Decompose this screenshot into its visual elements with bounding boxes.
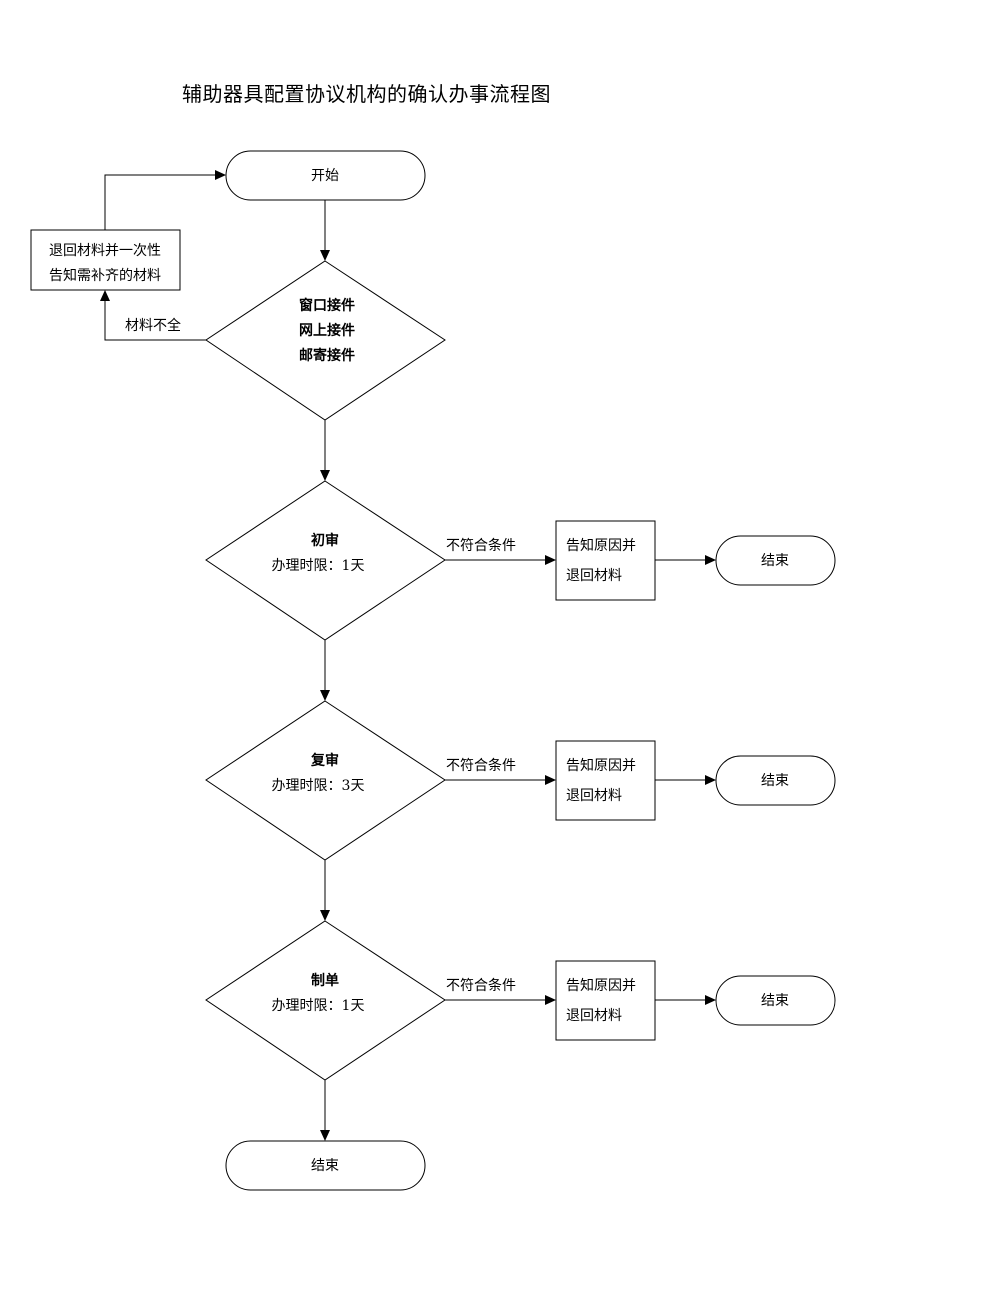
node-review2: 复审 办理时限：3天 xyxy=(205,700,446,861)
node-reject1-line2: 退回材料 xyxy=(566,568,622,584)
process-shape xyxy=(555,520,656,601)
node-intake: 窗口接件 网上接件 邮寄接件 xyxy=(205,260,446,421)
node-reject3: 告知原因并 退回材料 xyxy=(555,960,656,1041)
node-review1-time: 办理时限：1天 xyxy=(272,558,365,574)
arrowhead xyxy=(320,470,330,481)
node-end-final-label: 结束 xyxy=(311,1158,339,1174)
edge-label-not-qualified1: 不符合条件 xyxy=(446,537,516,554)
node-review2-title: 复审 xyxy=(310,752,339,769)
node-review1-title: 初审 xyxy=(311,532,339,549)
node-end3: 结束 xyxy=(715,975,836,1026)
node-end3-label: 结束 xyxy=(761,993,789,1009)
terminal-shape xyxy=(225,150,426,201)
arrowhead xyxy=(215,170,226,180)
arrowhead xyxy=(320,910,330,921)
process-shape xyxy=(30,229,181,291)
node-reject2-line1: 告知原因并 xyxy=(566,757,636,774)
node-review3: 制单 办理时限：1天 xyxy=(205,920,446,1081)
node-review3-time: 办理时限：1天 xyxy=(272,998,365,1014)
edges xyxy=(100,170,716,1141)
terminal-shape xyxy=(715,975,836,1026)
node-intake-line3: 邮寄接件 xyxy=(299,347,355,364)
node-reject1: 告知原因并 退回材料 xyxy=(555,520,656,601)
node-review3-title: 制单 xyxy=(311,972,339,989)
node-return-line2: 告知需补齐的材料 xyxy=(49,267,161,284)
node-start: 开始 xyxy=(225,150,426,201)
node-reject3-line2: 退回材料 xyxy=(566,1008,622,1024)
node-review2-time: 办理时限：3天 xyxy=(272,778,365,794)
node-end-final: 结束 xyxy=(225,1140,426,1191)
decision-shape xyxy=(205,260,446,421)
diagram-title: 辅助器具配置协议机构的确认办事流程图 xyxy=(182,82,551,106)
decision-shape xyxy=(205,480,446,641)
node-intake-line1: 窗口接件 xyxy=(299,297,355,314)
node-review1: 初审 办理时限：1天 xyxy=(205,480,446,641)
arrowhead xyxy=(705,775,716,785)
edge-return-start xyxy=(104,174,217,230)
node-return-box: 退回材料并一次性 告知需补齐的材料 xyxy=(30,229,181,291)
process-shape xyxy=(555,740,656,821)
arrowhead xyxy=(545,555,556,565)
arrowhead xyxy=(320,1130,330,1141)
node-end2: 结束 xyxy=(715,755,836,806)
node-intake-line2: 网上接件 xyxy=(299,322,355,339)
arrowhead xyxy=(705,555,716,565)
arrowhead xyxy=(100,290,110,301)
decision-shape xyxy=(205,920,446,1081)
edge-label-not-qualified2: 不符合条件 xyxy=(446,757,516,774)
node-reject3-line1: 告知原因并 xyxy=(566,977,636,994)
node-start-label: 开始 xyxy=(311,168,339,184)
node-end2-label: 结束 xyxy=(761,773,789,789)
arrowhead xyxy=(705,995,716,1005)
node-return-line1: 退回材料并一次性 xyxy=(49,243,161,259)
decision-shape xyxy=(205,700,446,861)
terminal-shape xyxy=(715,535,836,586)
node-end1-label: 结束 xyxy=(761,553,789,569)
terminal-shape xyxy=(715,755,836,806)
arrowhead xyxy=(320,250,330,261)
terminal-shape xyxy=(225,1140,426,1191)
arrowhead xyxy=(545,995,556,1005)
node-reject2-line2: 退回材料 xyxy=(566,788,622,804)
node-reject2: 告知原因并 退回材料 xyxy=(555,740,656,821)
node-reject1-line1: 告知原因并 xyxy=(566,537,636,554)
edge-label-not-qualified3: 不符合条件 xyxy=(446,977,516,994)
arrowhead xyxy=(545,775,556,785)
arrowhead xyxy=(320,690,330,701)
edge-label-incomplete: 材料不全 xyxy=(125,317,181,334)
edge-intake-return xyxy=(104,299,206,341)
process-shape xyxy=(555,960,656,1041)
node-end1: 结束 xyxy=(715,535,836,586)
